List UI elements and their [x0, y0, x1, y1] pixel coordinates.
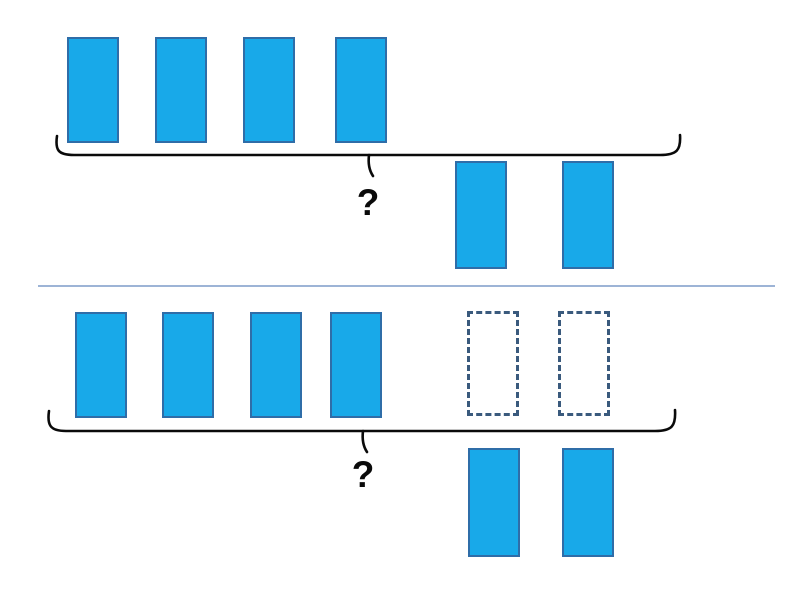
unit-bar: [75, 312, 127, 418]
unit-bar: [562, 161, 614, 269]
unit-bar: [330, 312, 382, 418]
unit-bar: [335, 37, 387, 143]
unit-bar: [468, 448, 520, 557]
panel-divider: [38, 285, 775, 287]
unit-bar: [455, 161, 507, 269]
question-mark-label-bottom: ?: [351, 454, 375, 495]
unit-bar: [67, 37, 119, 143]
unit-bar: [162, 312, 214, 418]
unit-bar: [250, 312, 302, 418]
unit-bar: [562, 448, 614, 557]
unit-bar: [155, 37, 207, 143]
question-mark-label-top: ?: [356, 182, 380, 223]
